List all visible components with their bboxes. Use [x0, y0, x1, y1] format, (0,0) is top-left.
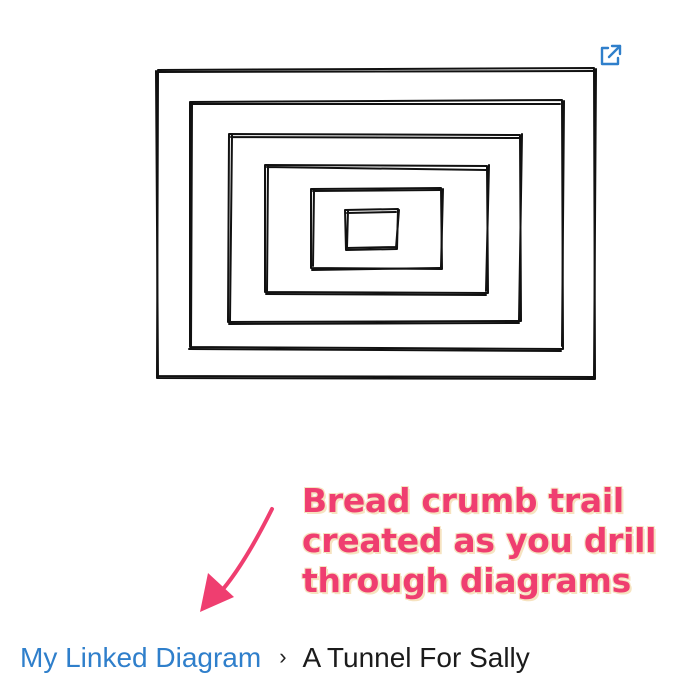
rect-level-3[interactable]: [227, 133, 523, 325]
rect-level-5[interactable]: [310, 187, 444, 271]
callout-annotation: Bread crumb trail created as you drill t…: [302, 481, 682, 601]
tunnel-diagram[interactable]: [0, 0, 686, 470]
breadcrumb: My Linked Diagram › A Tunnel For Sally: [20, 640, 530, 676]
rect-level-4[interactable]: [264, 164, 490, 296]
callout-line-3: through diagrams: [302, 561, 631, 600]
callout-line-1: Bread crumb trail: [302, 481, 624, 520]
rect-level-6[interactable]: [344, 208, 400, 251]
rect-level-1[interactable]: [155, 67, 597, 380]
breadcrumb-current-page: A Tunnel For Sally: [302, 642, 530, 673]
external-link-icon[interactable]: [596, 42, 624, 70]
arrow-down-left-icon: [200, 507, 274, 612]
breadcrumb-link-my-linked-diagram[interactable]: My Linked Diagram: [20, 642, 262, 673]
rect-level-2[interactable]: [188, 99, 565, 352]
callout-line-2: created as you drill: [302, 521, 657, 560]
breadcrumb-separator-icon: ›: [279, 644, 287, 669]
